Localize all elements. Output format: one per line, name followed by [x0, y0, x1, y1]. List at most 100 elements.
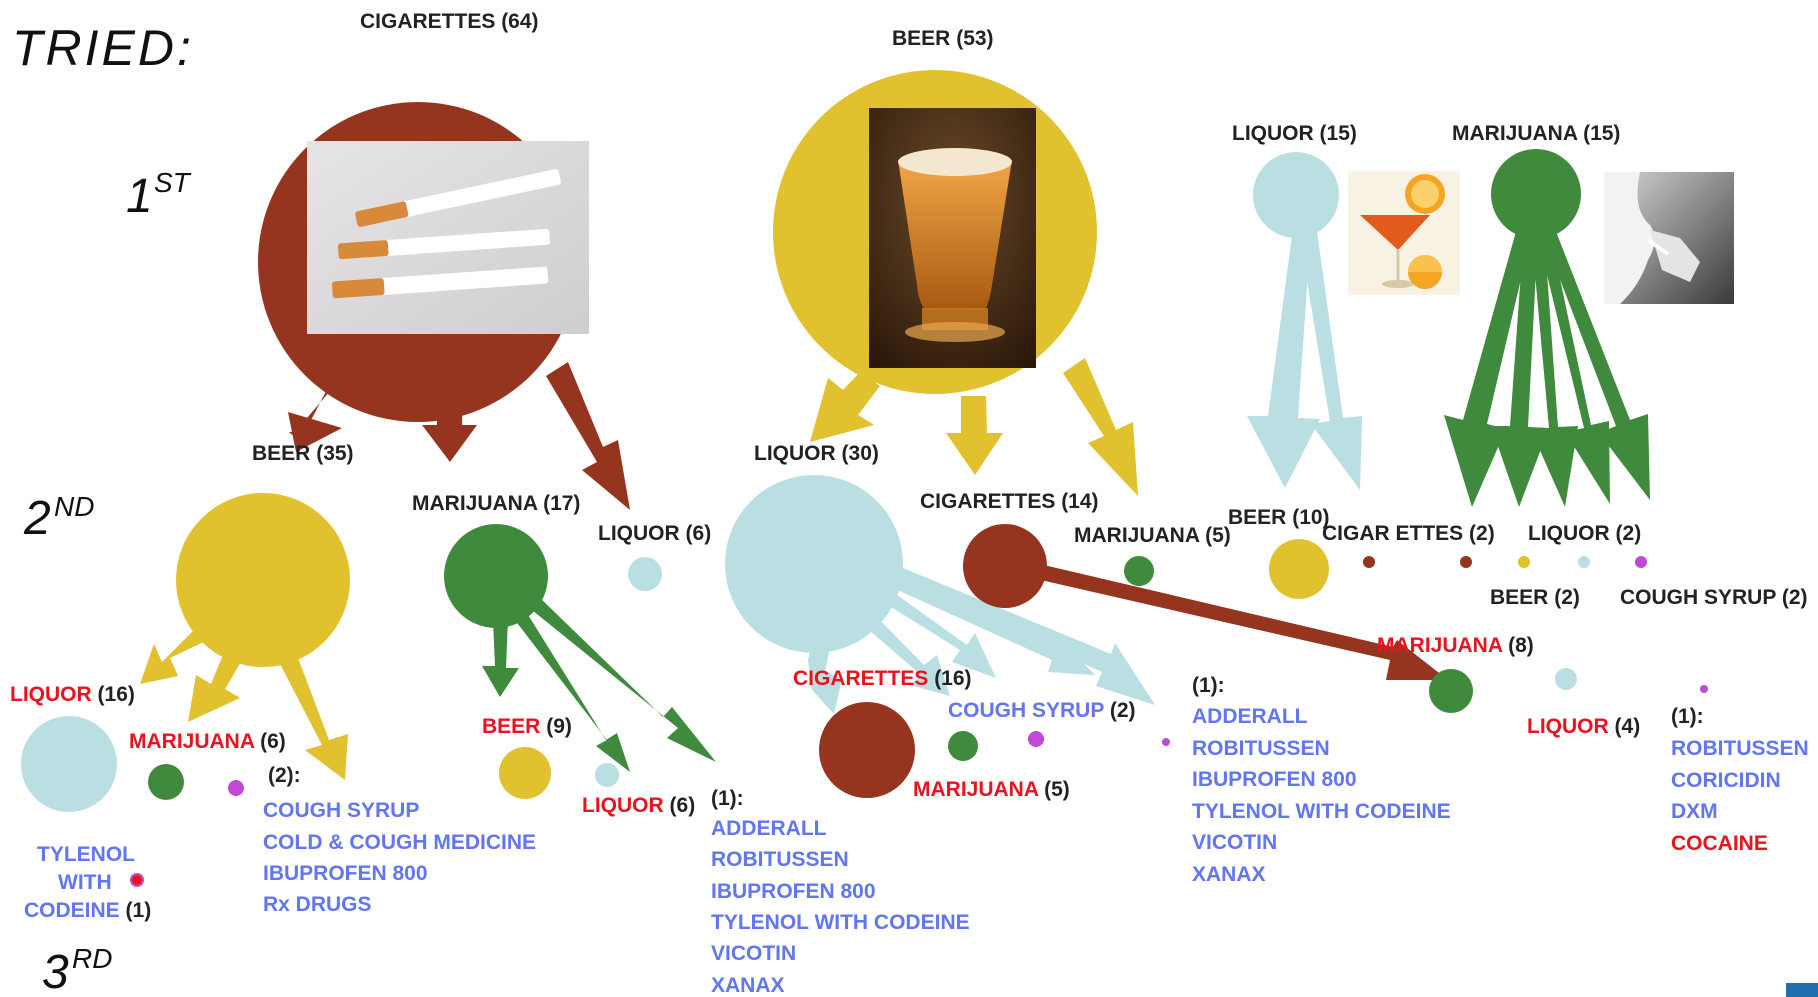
arrow-mj2-to-liquor	[511, 610, 630, 772]
dot-cough-syrup	[1635, 556, 1647, 568]
circle-marijuana-3rd-c	[1429, 669, 1473, 713]
label-cigarettes-2nd-small: CIGAR ETTES (2)	[1322, 522, 1495, 545]
list-item: ADDERALL	[711, 817, 827, 840]
list-b: ADDERALL ROBITUSSEN IBUPROFEN 800 TYLENO…	[711, 817, 970, 997]
label-tylenol-with-codeine: TYLENOL WITH CODEINE (1)	[24, 843, 151, 922]
arrow-cigarettes-to-marijuana	[422, 388, 477, 462]
label-cigarettes-1st: CIGARETTES (64)	[360, 10, 539, 33]
list-item: COLD & COUGH MEDICINE	[263, 831, 536, 854]
list-item: ROBITUSSEN	[1671, 737, 1809, 760]
circle-cigarettes-2nd	[963, 524, 1047, 608]
list-item: DXM	[1671, 800, 1718, 823]
list-item: Rx DRUGS	[263, 893, 372, 916]
stage-label-1st: 1 ST	[126, 167, 192, 223]
label-liquor-1st: LIQUOR (15)	[1232, 122, 1357, 145]
label-marijuana-2nd: MARIJUANA (17)	[412, 492, 580, 515]
dot-list-d	[1700, 685, 1708, 693]
label-beer-2nd-small: BEER (10)	[1228, 506, 1330, 529]
circle-cigarettes-3rd	[819, 702, 915, 798]
label-cough-syrup-3rd: COUGH SYRUP (2)	[948, 699, 1136, 722]
diagram-title: TRIED:	[12, 20, 194, 76]
label-liquor-3rd: LIQUOR (16)	[10, 683, 135, 706]
svg-text:ST: ST	[154, 167, 192, 198]
svg-text:3: 3	[42, 946, 69, 997]
label-liquor-2nd-small: LIQUOR (6)	[598, 522, 711, 545]
svg-text:ND: ND	[54, 491, 94, 522]
arrow-liquor-to-beer	[1247, 228, 1320, 488]
circle-marijuana-2nd-small	[1124, 556, 1154, 586]
list-item: COUGH SYRUP	[263, 799, 419, 822]
dot-cough-syrup-3rd-b	[1028, 731, 1044, 747]
list-item: COCAINE	[1671, 832, 1768, 855]
svg-text:RD: RD	[72, 943, 112, 974]
svg-text:1: 1	[126, 170, 153, 223]
circle-marijuana-2nd	[444, 524, 548, 628]
label-marijuana-3rd: MARIJUANA (6)	[129, 730, 286, 753]
list-d-header: (1):	[1671, 705, 1704, 728]
dot-cigarettes-a	[1363, 556, 1375, 568]
label-marijuana-1st: MARIJUANA (15)	[1452, 122, 1620, 145]
stage-label-3rd: 3 RD	[42, 943, 112, 997]
list-item: XANAX	[1192, 863, 1266, 886]
arrow-cigarettes-to-liquor	[546, 362, 630, 510]
label-liquor-2nd: LIQUOR (30)	[754, 442, 879, 465]
cocktail-photo	[1348, 171, 1460, 295]
circle-liquor-3rd-c	[1555, 668, 1577, 690]
list-item: IBUPROFEN 800	[711, 880, 876, 903]
dot-liquor	[1578, 556, 1590, 568]
label-marijuana-2nd-small: MARIJUANA (5)	[1074, 524, 1231, 547]
arrow-mj2-to-beer	[482, 620, 519, 697]
arrow-beer-to-cigarettes	[946, 396, 1003, 475]
label-beer-2nd: BEER (35)	[252, 442, 354, 465]
arrow-beer-to-liquor	[810, 372, 880, 442]
arrow-beer2-to-list	[278, 658, 348, 780]
list-item: VICOTIN	[1192, 831, 1277, 854]
svg-text:WITH: WITH	[58, 871, 112, 894]
list-b-header: (1):	[711, 787, 744, 810]
list-c-header: (1):	[1192, 674, 1225, 697]
circle-beer-2nd	[176, 493, 350, 667]
list-a: COUGH SYRUP COLD & COUGH MEDICINE IBUPRO…	[263, 799, 536, 916]
dot-list-c	[1162, 738, 1170, 746]
circle-liquor-2nd	[725, 475, 903, 653]
circle-liquor-1st	[1253, 152, 1339, 238]
svg-text:2: 2	[23, 492, 51, 545]
list-item: XANAX	[711, 974, 785, 997]
dot-tylenol-3rd	[130, 873, 144, 887]
list-item: ROBITUSSEN	[1192, 737, 1330, 760]
label-liquor-2nd-dot: LIQUOR (2)	[1528, 522, 1641, 545]
list-item: IBUPROFEN 800	[263, 862, 428, 885]
list-item: ADDERALL	[1192, 705, 1308, 728]
stage-label-2nd: 2 ND	[23, 491, 94, 545]
list-item: IBUPROFEN 800	[1192, 768, 1357, 791]
list-item: VICOTIN	[711, 942, 796, 965]
label-liquor-3rd-small: LIQUOR (6)	[582, 794, 695, 817]
label-beer-2nd-dot: BEER (2)	[1490, 586, 1580, 609]
arrow-beer-to-marijuana	[1063, 358, 1138, 496]
corner-tab	[1786, 983, 1818, 997]
list-c: ADDERALL ROBITUSSEN IBUPROFEN 800 TYLENO…	[1192, 705, 1451, 886]
circle-liquor-3rd-small	[595, 763, 619, 787]
list-a-header: (2):	[268, 764, 301, 787]
dot-beer	[1518, 556, 1530, 568]
circle-liquor-2nd-small	[628, 557, 662, 591]
svg-text:CODEINE (1): CODEINE (1)	[24, 899, 151, 922]
label-cigarettes-2nd: CIGARETTES (14)	[920, 490, 1099, 513]
arrows-marijuana-fan	[1444, 224, 1650, 507]
arrows-liquor2-fan	[808, 563, 1155, 714]
list-item: TYLENOL WITH CODEINE	[1192, 800, 1451, 823]
list-item: ROBITUSSEN	[711, 848, 849, 871]
beer-glass-photo	[869, 108, 1036, 368]
circle-marijuana-1st	[1491, 149, 1581, 239]
cigarettes-photo	[307, 141, 589, 334]
label-marijuana-3rd-c: MARIJUANA (8)	[1377, 634, 1534, 657]
list-item: CORICIDIN	[1671, 769, 1781, 792]
circle-marijuana-3rd-b	[948, 731, 978, 761]
circle-marijuana-3rd	[148, 764, 184, 800]
circle-liquor-3rd	[21, 716, 117, 812]
label-marijuana-3rd-b: MARIJUANA (5)	[913, 778, 1070, 801]
label-cough-syrup-2nd-dot: COUGH SYRUP (2)	[1620, 586, 1808, 609]
list-d: ROBITUSSEN CORICIDIN DXM COCAINE	[1671, 737, 1809, 855]
arrow-mj2-to-list	[527, 596, 716, 762]
arrow-cigarettes-to-beer-head	[288, 412, 342, 452]
